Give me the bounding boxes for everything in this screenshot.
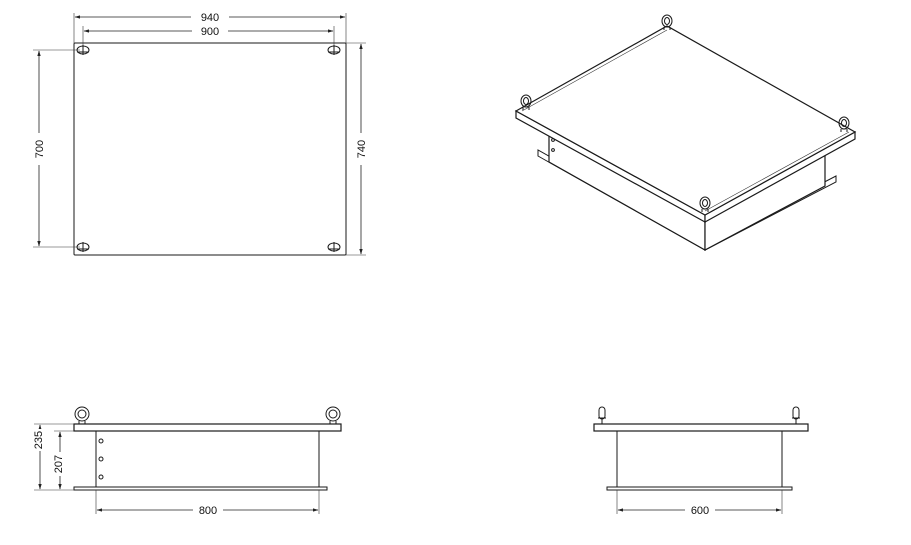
iso-eye-bolt-icon (661, 14, 673, 30)
side-lid (593, 423, 809, 432)
front-lid (73, 423, 342, 432)
dimension-235-label: 235 (33, 431, 45, 449)
front-eye-bolt-right-icon (325, 406, 341, 424)
top-view-plate (73, 42, 347, 256)
dimension-front-body-height: 207 (51, 430, 74, 490)
side-bottom-flange (606, 486, 793, 491)
dimension-inner-height: 700 (33, 49, 80, 248)
iso-eye-bolt-icon (838, 116, 850, 132)
iso-lid-top (514, 25, 857, 216)
side-eye-bolt-right-icon (792, 406, 800, 424)
dimension-740-label: 740 (356, 140, 368, 158)
front-hole (98, 438, 104, 444)
iso-eye-bolt-icon (520, 94, 532, 110)
eye-bolt-bottom-right-icon (327, 242, 341, 252)
dimension-940-label: 940 (201, 12, 219, 24)
dimension-overall-height: 740 (346, 42, 368, 256)
dimension-front-body-width: 800 (95, 490, 320, 517)
front-eye-bolt-left-icon (74, 406, 90, 424)
side-eye-bolt-left-icon (598, 406, 606, 424)
isometric-view (514, 14, 857, 252)
iso-side-hole (551, 148, 555, 152)
dimension-side-body-width: 600 (616, 490, 783, 517)
dimension-front-overall-height: 235 (31, 423, 74, 491)
side-view: 600 (593, 406, 809, 517)
front-hole (98, 456, 104, 462)
top-view: 940 900 700 740 (33, 12, 368, 256)
front-hole (98, 474, 104, 480)
dimension-600-label: 600 (691, 505, 709, 517)
dimension-207-label: 207 (53, 455, 65, 473)
eye-bolt-top-right-icon (327, 45, 341, 55)
front-bottom-flange (73, 486, 328, 491)
dimension-800-label: 800 (199, 505, 217, 517)
dimension-900-label: 900 (201, 26, 219, 38)
dimension-inner-width: 900 (82, 26, 335, 45)
dimension-700-label: 700 (34, 140, 46, 158)
dimension-overall-width: 940 (73, 12, 347, 43)
iso-eye-bolt-icon (699, 196, 711, 212)
front-view: 235 207 800 (31, 406, 342, 517)
